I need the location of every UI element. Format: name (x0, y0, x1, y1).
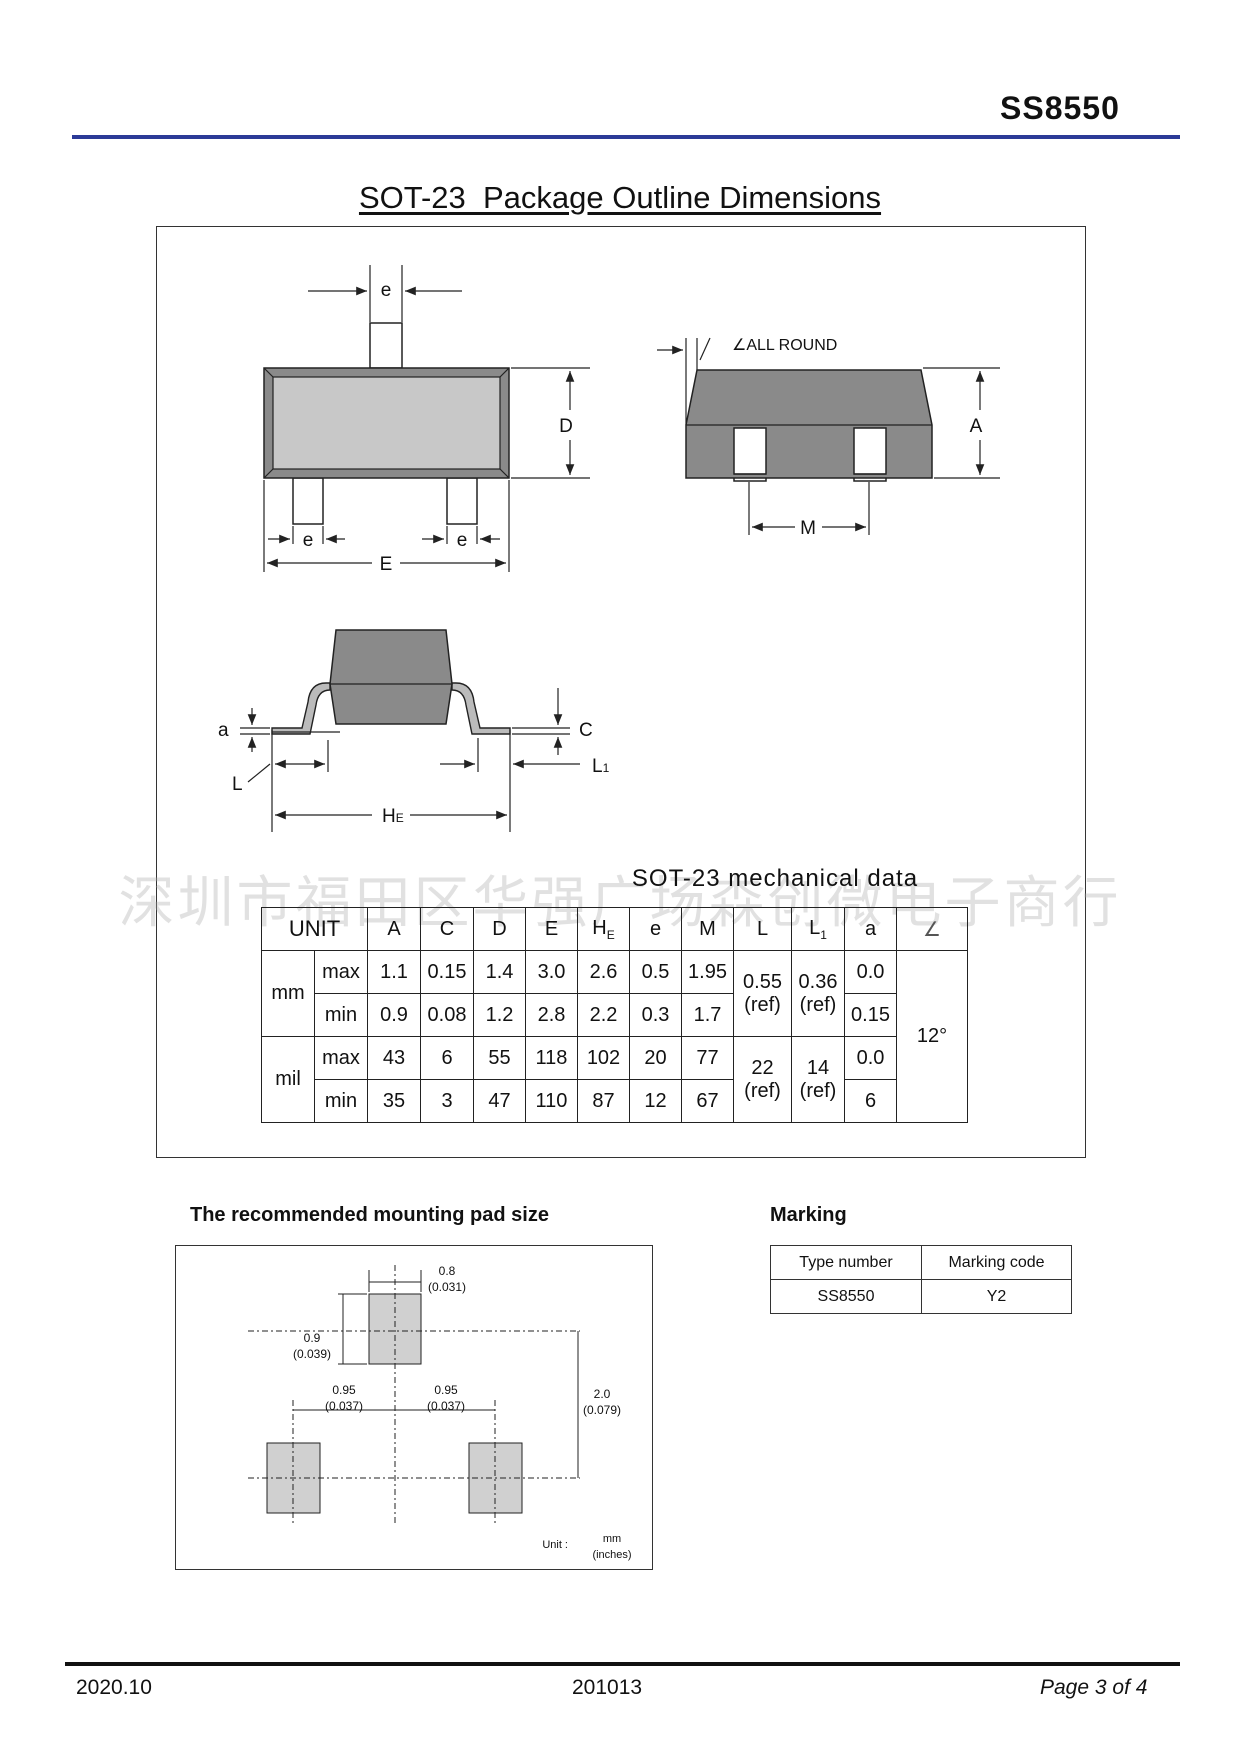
svg-text:0.8: 0.8 (439, 1264, 456, 1278)
footer-date: 2020.10 (76, 1676, 152, 1699)
label-e-right: e (457, 530, 468, 551)
mechanical-table: UNIT A C D E HE e M L L1 a ∠ mm max 1.1 … (261, 907, 968, 1123)
pad-frame (175, 1245, 653, 1570)
label-L1: L1 (592, 756, 610, 777)
marking-title: Marking (770, 1204, 847, 1226)
label-L: L (232, 774, 243, 795)
svg-text:0.95: 0.95 (434, 1383, 458, 1397)
angle-value: 12° (896, 950, 968, 1123)
label-E: E (380, 554, 393, 575)
label-A: A (970, 416, 983, 437)
svg-text:2.0: 2.0 (594, 1387, 611, 1401)
header-rule (72, 135, 1180, 139)
footer-code: 201013 (572, 1676, 643, 1699)
unit-label: Unit : (542, 1539, 568, 1551)
part-number: SS8550 (1000, 90, 1120, 126)
svg-text:(0.037): (0.037) (427, 1399, 465, 1413)
svg-text:(0.031): (0.031) (428, 1280, 466, 1294)
outline-title: SOT-23 Package Outline Dimensions (358, 180, 882, 215)
svg-text:0.95: 0.95 (332, 1383, 356, 1397)
unit-mm: mm (261, 950, 315, 1037)
mechanical-title: SOT-23 mechanical data (631, 865, 919, 892)
label-e-top: e (381, 280, 392, 301)
label-M: M (800, 518, 816, 539)
marking-table: Type number Marking code SS8550 Y2 (770, 1245, 1072, 1314)
footer-rule (65, 1662, 1180, 1666)
label-a: a (218, 720, 229, 741)
footer-page: Page 3 of 4 (1040, 1676, 1148, 1699)
label-D: D (559, 416, 573, 437)
svg-text:(0.037): (0.037) (325, 1399, 363, 1413)
svg-text:(0.079): (0.079) (583, 1403, 621, 1417)
svg-text:(0.039): (0.039) (293, 1347, 331, 1361)
label-C: C (579, 720, 593, 741)
outline-frame (156, 226, 1086, 1158)
svg-text:(inches): (inches) (592, 1549, 631, 1561)
pad-section-title: The recommended mounting pad size (190, 1204, 549, 1226)
svg-text:0.9: 0.9 (304, 1331, 321, 1345)
label-e-left: e (303, 530, 314, 551)
label-all-round: ∠ALL ROUND (732, 337, 837, 354)
svg-text:mm: mm (603, 1533, 621, 1545)
label-HE: HE (382, 806, 404, 827)
